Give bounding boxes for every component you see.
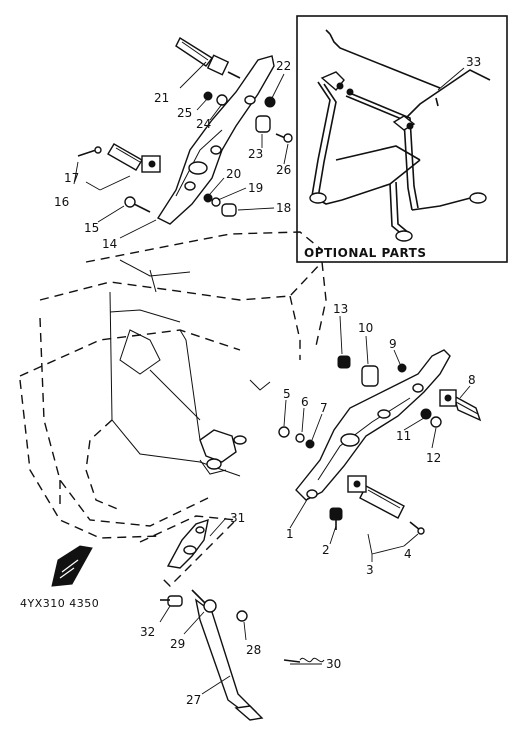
part-5 bbox=[278, 426, 290, 438]
part-24 bbox=[216, 94, 228, 106]
label-3: 3 bbox=[366, 563, 374, 577]
frame-outline bbox=[19, 231, 327, 539]
part-25 bbox=[203, 91, 213, 101]
label-19: 19 bbox=[248, 181, 263, 195]
part-7 bbox=[305, 439, 315, 449]
label-16: 16 bbox=[54, 195, 69, 209]
label-21: 21 bbox=[154, 91, 169, 105]
label-26: 26 bbox=[276, 163, 291, 177]
part-15 bbox=[124, 196, 136, 208]
left-footrest-assembly bbox=[73, 36, 293, 239]
part-13 bbox=[337, 355, 351, 369]
part-26 bbox=[283, 133, 293, 143]
leader-33 bbox=[437, 67, 465, 91]
optional-parts-title: OPTIONAL PARTS bbox=[304, 246, 427, 260]
part-32 bbox=[167, 595, 183, 607]
spring-30 bbox=[283, 659, 301, 663]
label-1: 1 bbox=[286, 527, 294, 541]
sidestand-assembly bbox=[139, 515, 325, 721]
label-33: 33 bbox=[466, 55, 481, 69]
part-29 bbox=[203, 599, 217, 613]
label-4: 4 bbox=[404, 547, 412, 561]
label-9: 9 bbox=[389, 337, 397, 351]
label-13: 13 bbox=[333, 302, 348, 316]
label-29: 29 bbox=[170, 637, 185, 651]
part-22 bbox=[264, 96, 276, 108]
label-10: 10 bbox=[358, 321, 373, 335]
label-32: 32 bbox=[140, 625, 155, 639]
part-2 bbox=[329, 507, 343, 521]
label-27: 27 bbox=[186, 693, 201, 707]
label-2: 2 bbox=[322, 543, 330, 557]
label-8: 8 bbox=[468, 373, 476, 387]
right-bracket-plate bbox=[295, 349, 451, 501]
label-31: 31 bbox=[230, 511, 245, 525]
optional-parts-inset: 33 OPTIONAL PARTS bbox=[296, 15, 508, 263]
label-24: 24 bbox=[196, 117, 211, 131]
part-9 bbox=[397, 363, 407, 373]
stand-bar-33 bbox=[329, 33, 441, 89]
diagram-code: 4YX310 4350 bbox=[20, 597, 99, 610]
label-30: 30 bbox=[326, 657, 341, 671]
label-14: 14 bbox=[102, 237, 117, 251]
rear-footpeg-21 bbox=[175, 36, 214, 67]
label-18: 18 bbox=[276, 201, 291, 215]
front-footpeg-3 bbox=[359, 485, 405, 519]
label-25: 25 bbox=[177, 106, 192, 120]
part-28 bbox=[236, 610, 248, 622]
label-12: 12 bbox=[426, 451, 441, 465]
part-12 bbox=[430, 416, 442, 428]
label-28: 28 bbox=[246, 643, 261, 657]
part-11 bbox=[420, 408, 432, 420]
label-5: 5 bbox=[283, 387, 291, 401]
label-17: 17 bbox=[64, 171, 79, 185]
label-23: 23 bbox=[248, 147, 263, 161]
label-22: 22 bbox=[276, 59, 291, 73]
label-6: 6 bbox=[301, 395, 309, 409]
part-10 bbox=[361, 365, 379, 387]
label-7: 7 bbox=[320, 401, 328, 415]
front-footpeg-16 bbox=[107, 143, 143, 171]
inset-frame bbox=[296, 15, 508, 263]
part-labels: 21 25 24 22 23 26 17 16 15 14 20 19 18 1… bbox=[54, 59, 476, 707]
right-footrest-assembly bbox=[278, 315, 482, 562]
part-23 bbox=[255, 115, 271, 133]
part-6 bbox=[295, 433, 305, 443]
label-11: 11 bbox=[396, 429, 411, 443]
paddock-stand bbox=[309, 69, 491, 242]
label-20: 20 bbox=[226, 167, 241, 181]
label-15: 15 bbox=[84, 221, 99, 235]
reference-icon bbox=[51, 545, 93, 587]
part-20 bbox=[203, 193, 213, 203]
part-18 bbox=[221, 203, 237, 217]
